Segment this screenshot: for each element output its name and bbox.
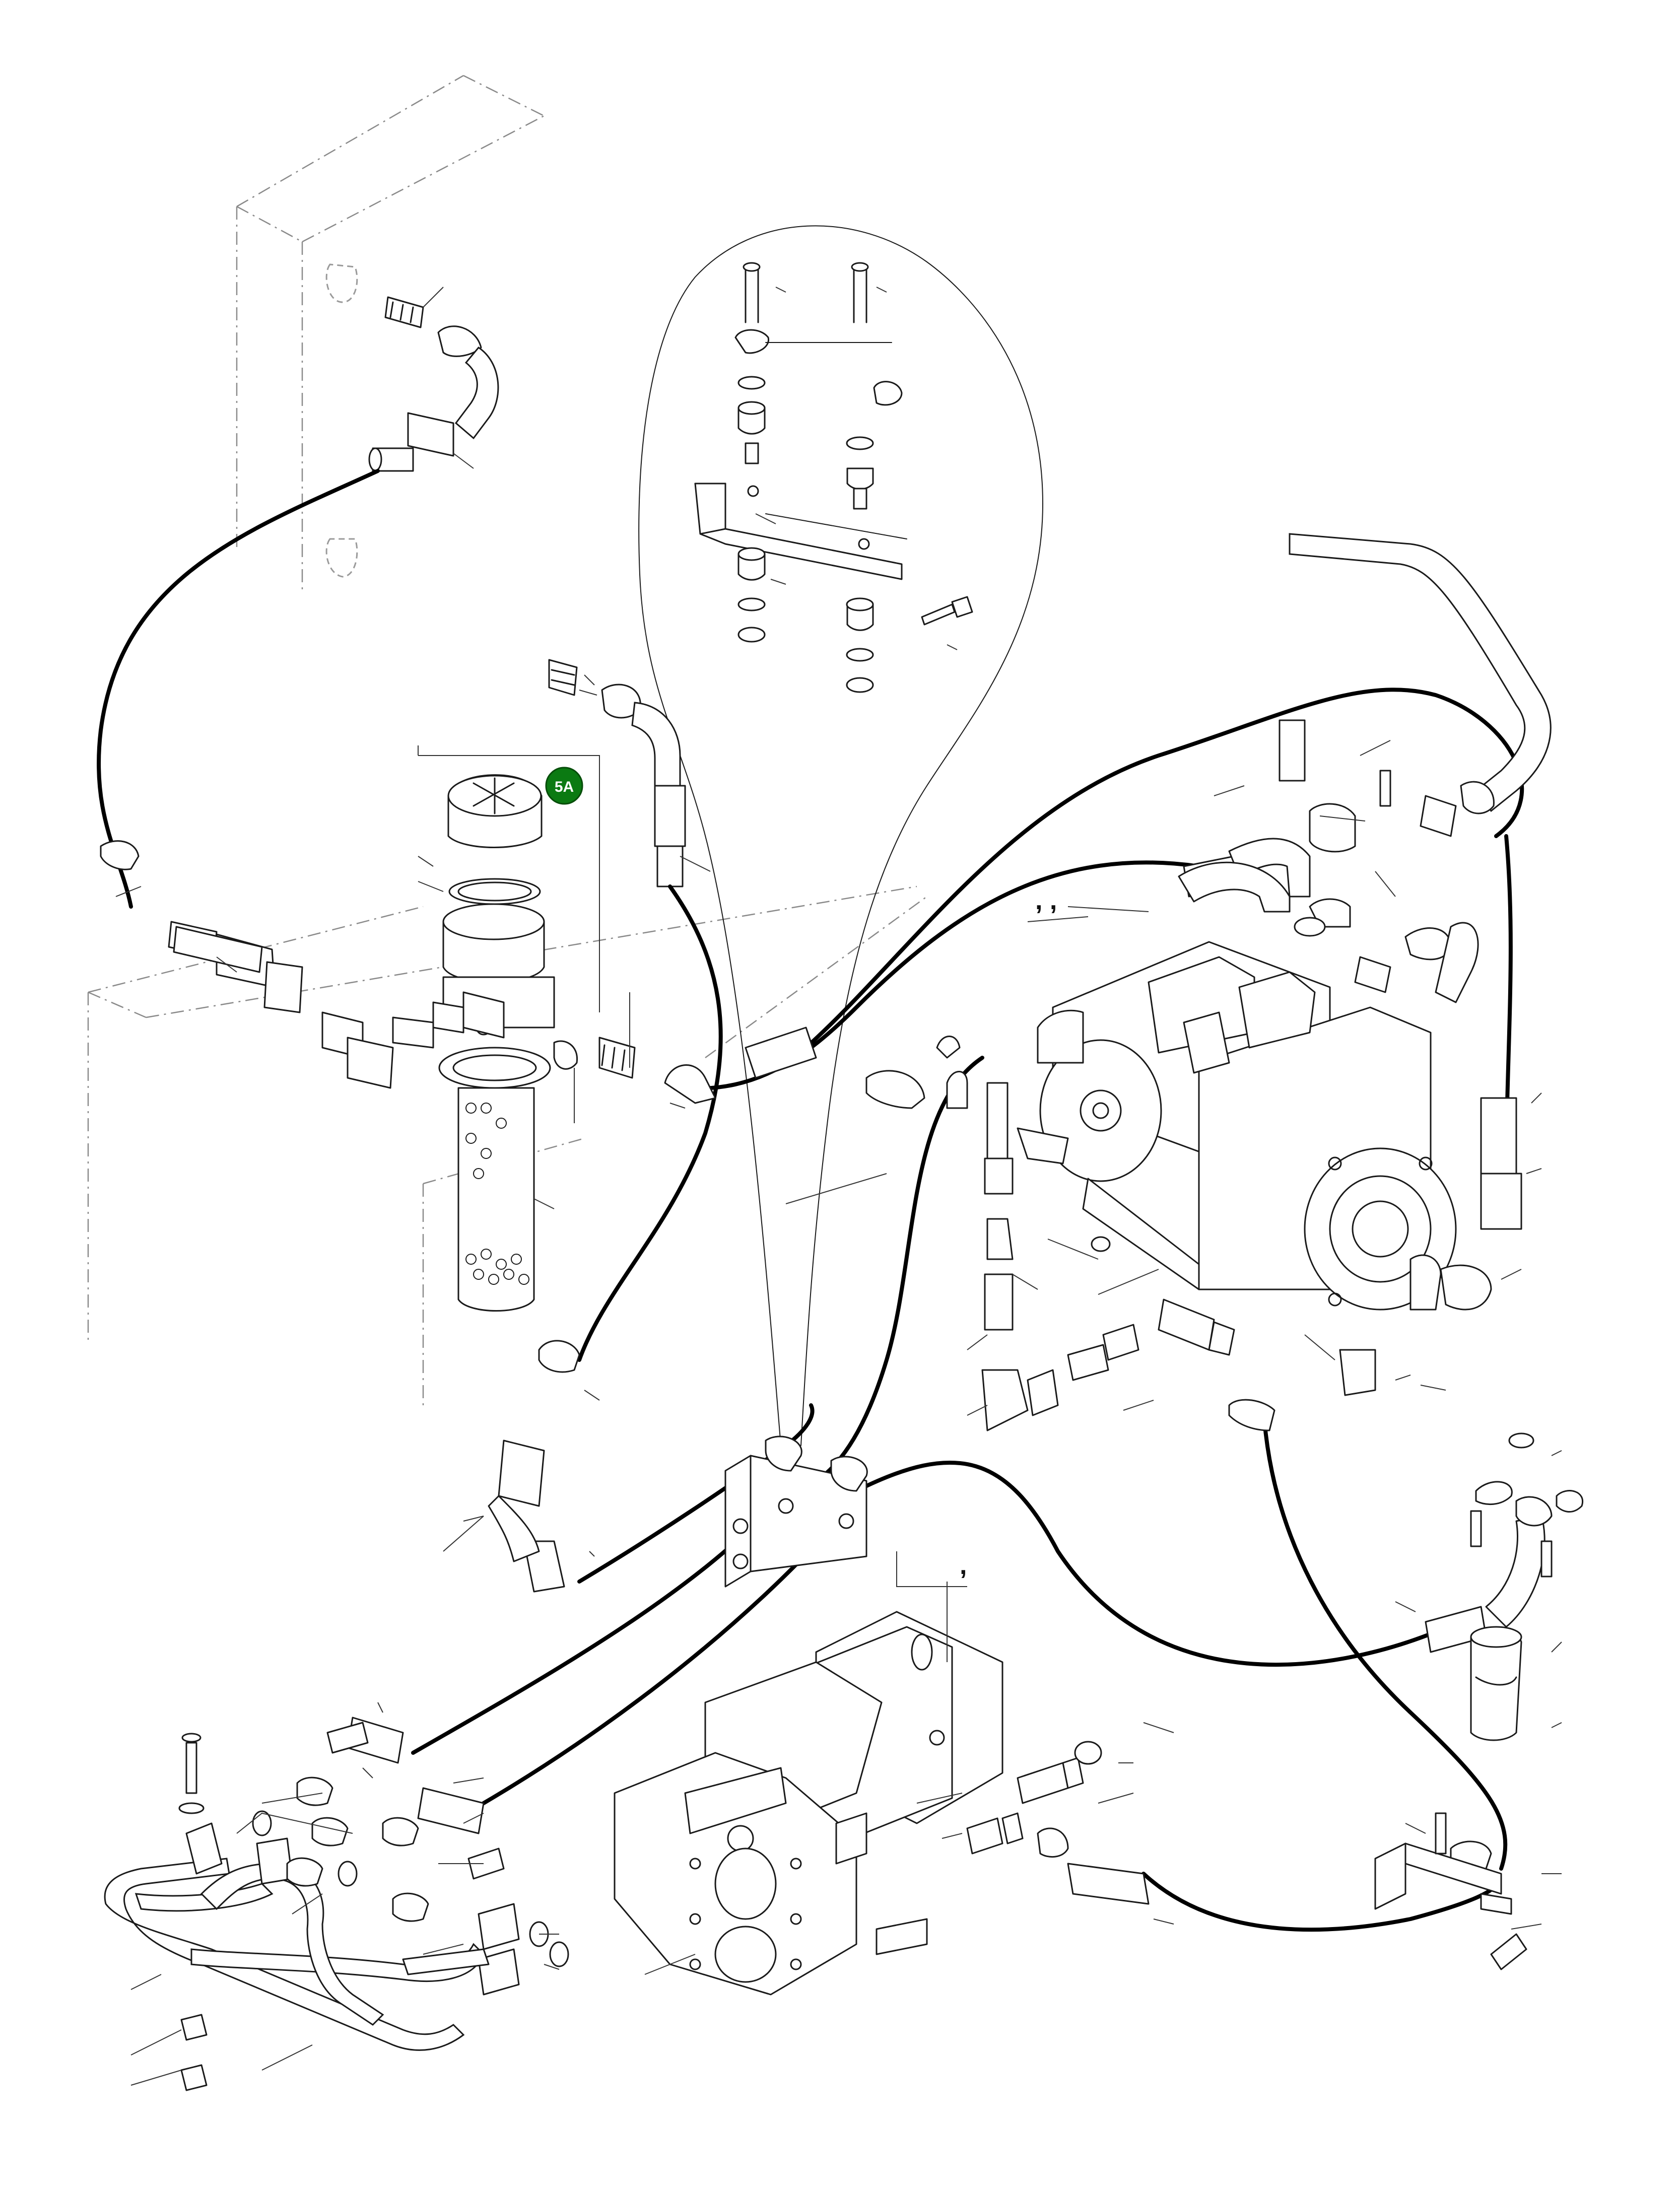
callout-5a[interactable]: 5A bbox=[545, 767, 583, 805]
tank-fittings-top bbox=[325, 263, 499, 578]
fitting-stack-pump bbox=[936, 1036, 1235, 1431]
center-bracket-cluster bbox=[724, 1435, 868, 1588]
hose-return-upper bbox=[96, 469, 380, 909]
hose-far-right bbox=[1262, 1418, 1508, 1871]
hose-bottom-curve bbox=[1141, 1872, 1500, 1932]
filter-perforations bbox=[465, 1103, 529, 1285]
motor-fittings bbox=[966, 1741, 1102, 1855]
lower-left-tubes bbox=[104, 1722, 569, 2091]
hose-clamps bbox=[100, 719, 1492, 1872]
hose-right-loop bbox=[854, 1460, 1438, 1667]
hose-tank-to-valve bbox=[577, 884, 723, 1362]
label-fragments: , , , , bbox=[960, 886, 1057, 1580]
bottom-right-bracket bbox=[1374, 1812, 1527, 1970]
hose-pump-left-loop bbox=[784, 1056, 984, 1493]
tank-fittings-middle bbox=[548, 659, 686, 887]
main-pump bbox=[1017, 941, 1457, 1311]
mount-bracket-exploded bbox=[694, 262, 973, 693]
callout-5a-label: 5A bbox=[555, 779, 574, 795]
right-mount-stack bbox=[846, 262, 903, 693]
bolt-horizontal bbox=[921, 596, 973, 626]
drive-motor bbox=[614, 1611, 1003, 1996]
callout-5a-badge[interactable] bbox=[545, 767, 583, 805]
left-mount-stack bbox=[734, 262, 769, 643]
magnified-view-balloon bbox=[638, 225, 1044, 1446]
right-side-fittings bbox=[1294, 770, 1495, 1396]
filter-assembly bbox=[438, 774, 555, 1312]
hose-pump-top bbox=[804, 688, 1524, 1050]
right-clamp-cluster bbox=[1470, 1432, 1584, 1741]
leader-lines bbox=[115, 287, 1562, 2086]
label-fragment-1: , , bbox=[1035, 886, 1057, 915]
rigid-pipe-top-right bbox=[1289, 533, 1552, 812]
label-fragment-2: , bbox=[960, 1551, 967, 1580]
